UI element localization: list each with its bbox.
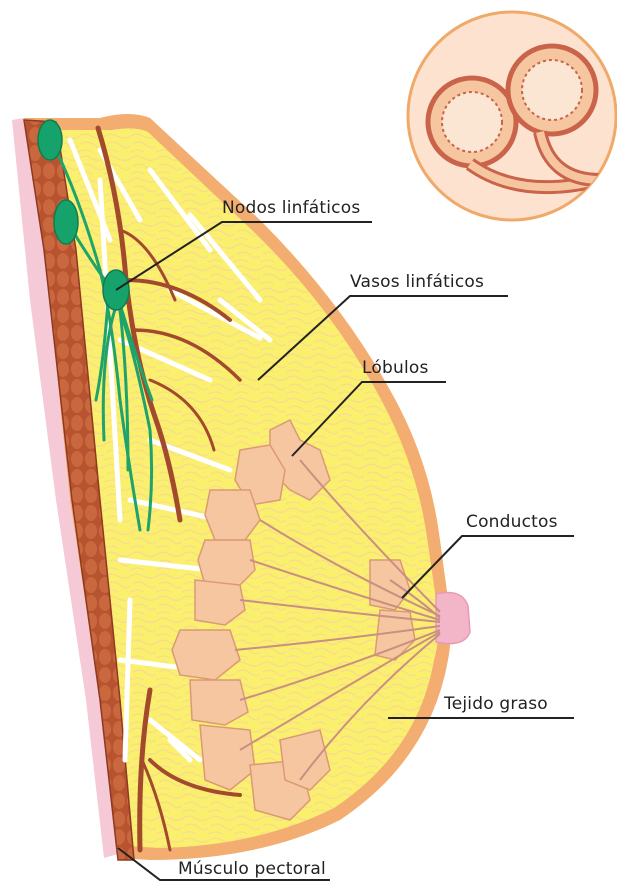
lymph-node: [38, 120, 62, 160]
label-pectoral-muscle: Músculo pectoral: [178, 859, 326, 879]
label-ducts: Conductos: [466, 512, 558, 532]
label-lymph-vessels: Vasos linfáticos: [350, 272, 484, 292]
label-fatty-tissue: Tejido graso: [443, 694, 548, 714]
nipple: [436, 593, 470, 644]
label-lymph-nodes: Nodos linfáticos: [222, 198, 360, 218]
lymph-node: [54, 200, 78, 244]
label-lobules: Lóbulos: [362, 358, 429, 378]
lobule-detail-inset: [408, 12, 616, 220]
